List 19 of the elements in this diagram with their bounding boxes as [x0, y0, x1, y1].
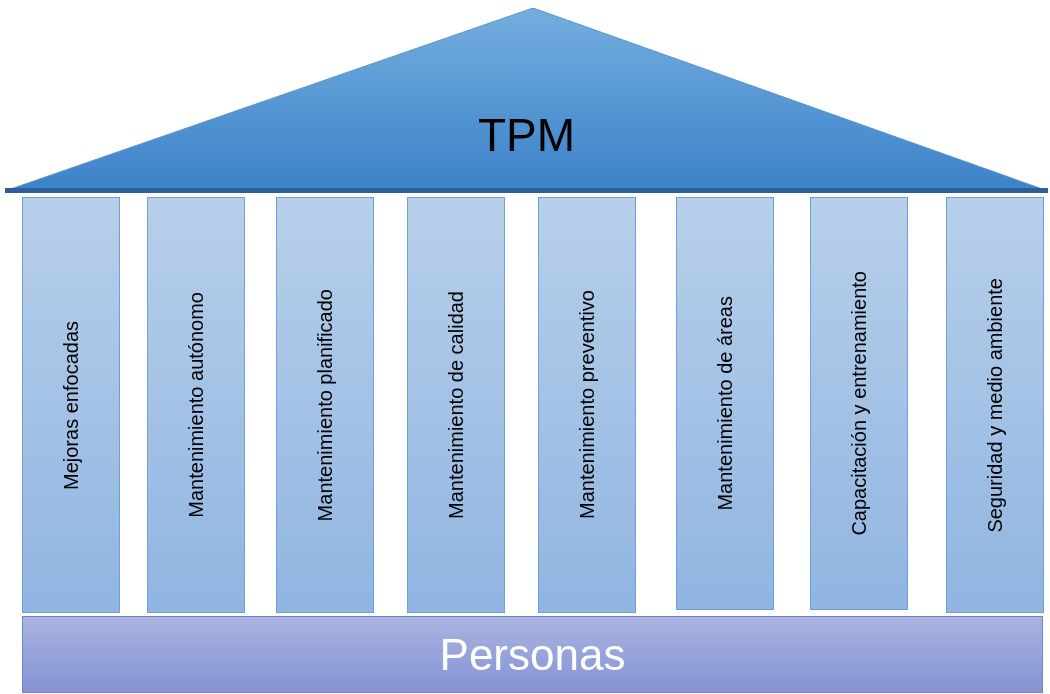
- pillar: [407, 197, 505, 613]
- pillar: [538, 197, 636, 613]
- pillar-label: Mejoras enfocadas: [59, 320, 83, 490]
- pillar: [676, 197, 774, 610]
- pillar-label: Mantenimiento de calidad: [444, 291, 468, 519]
- roof-title: TPM: [476, 108, 577, 162]
- pillar-label: Mantenimiento de áreas: [713, 296, 737, 511]
- pillar: [276, 197, 374, 613]
- pillar: [810, 197, 908, 610]
- pillar-label: Mantenimiento preventivo: [575, 290, 599, 520]
- pillar: [946, 197, 1044, 613]
- pillar: [147, 197, 245, 613]
- pillar-label: Seguridad y medio ambiente: [983, 277, 1007, 533]
- pillar-label: Capacitación y entrenamiento: [847, 271, 871, 536]
- pillar: [22, 197, 120, 613]
- base-label: Personas: [439, 629, 626, 680]
- base-slab: [22, 616, 1043, 693]
- pillar-label: Mantenimiento autónomo: [184, 292, 208, 518]
- pillar-label: Mantenimiento planificado: [313, 288, 337, 522]
